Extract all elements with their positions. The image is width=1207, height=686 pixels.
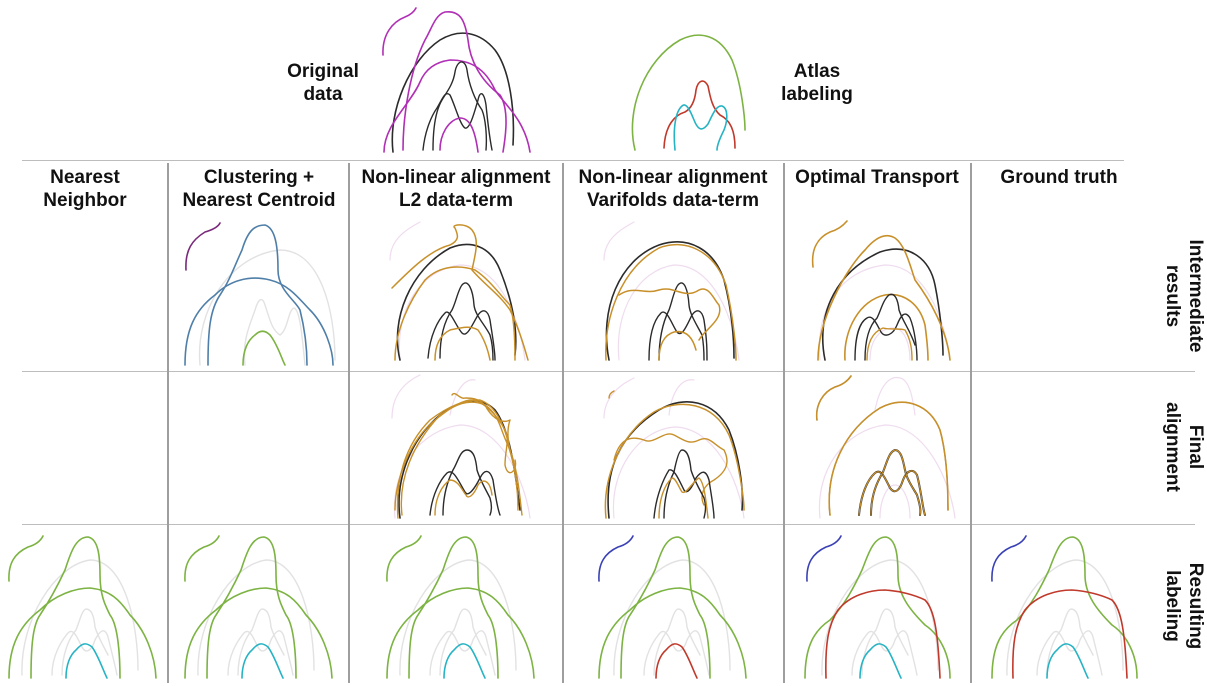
- column-header-line: Non-linear alignment: [361, 167, 551, 188]
- row-header-resulting-labeling: Resulting labeling: [1159, 556, 1207, 656]
- divider-row2: [22, 524, 1195, 525]
- labeling-nearest-neighbor-curves: [8, 535, 157, 679]
- original-data-label-line1: Original: [287, 61, 359, 82]
- divider-col2: [348, 163, 350, 683]
- row-header-line: results: [1162, 264, 1183, 328]
- row-header-intermediate-results: Intermediate results: [1159, 236, 1207, 356]
- column-header-line: Optimal Transport: [795, 167, 959, 188]
- divider-col3: [562, 163, 564, 683]
- original-data-label-line2: data: [303, 84, 343, 105]
- labeling-nonlinear-varifolds-curves: [598, 535, 747, 679]
- column-header-nonlinear-l2: Non-linear alignment L2 data-term: [350, 166, 562, 212]
- divider-col4: [783, 163, 785, 683]
- column-header-line: Ground truth: [1000, 167, 1118, 188]
- column-header-ground-truth: Ground truth: [972, 166, 1146, 189]
- labeling-nonlinear-l2-curves: [386, 535, 535, 679]
- column-header-line: Varifolds data-term: [586, 190, 760, 211]
- column-header-nonlinear-varifolds: Non-linear alignment Varifolds data-term: [564, 166, 782, 212]
- row-header-line: labeling: [1162, 570, 1183, 642]
- labeling-optimal-transport-curves: [804, 535, 951, 679]
- atlas-labeling-label: Atlas labeling: [772, 60, 862, 106]
- column-header-optimal-transport: Optimal Transport: [785, 166, 969, 189]
- labeling-clustering-curves: [184, 535, 333, 679]
- column-header-line: L2 data-term: [398, 190, 514, 211]
- intermediate-clustering-curves: [184, 222, 336, 366]
- divider-row1: [22, 371, 1195, 372]
- labeling-ground-truth-curves: [991, 535, 1138, 679]
- intermediate-nonlinear-varifolds-curves: [603, 221, 740, 361]
- column-header-line: Neighbor: [43, 190, 127, 211]
- column-header-line: Non-linear alignment: [578, 167, 768, 188]
- atlas-labeling-label-line2: labeling: [781, 84, 853, 105]
- atlas-labeling-curves: [631, 34, 746, 151]
- final-optimal-transport-curves: [815, 375, 956, 519]
- column-header-line: Nearest: [50, 167, 120, 188]
- column-header-clustering: Clustering + Nearest Centroid: [170, 166, 348, 212]
- final-nonlinear-varifolds-curves: [603, 377, 745, 519]
- intermediate-optimal-transport-curves: [811, 220, 951, 361]
- intermediate-nonlinear-l2-curves: [389, 221, 529, 361]
- column-header-line: Nearest Centroid: [182, 190, 336, 211]
- column-header-nearest-neighbor: Nearest Neighbor: [10, 166, 160, 212]
- atlas-labeling-label-line1: Atlas: [793, 61, 841, 82]
- row-header-line: alignment: [1162, 402, 1183, 492]
- row-header-final-alignment: Final alignment: [1159, 397, 1207, 497]
- divider-col5: [970, 163, 972, 683]
- final-nonlinear-l2-curves: [391, 374, 531, 519]
- original-data-curves: [382, 7, 531, 153]
- original-data-label: Original data: [278, 60, 368, 106]
- row-header-line: Intermediate: [1185, 239, 1206, 353]
- row-header-line: Final: [1185, 424, 1206, 470]
- divider-top: [22, 160, 1124, 161]
- column-header-line: Clustering +: [203, 167, 315, 188]
- row-header-line: Resulting: [1185, 562, 1206, 650]
- divider-col1: [167, 163, 169, 683]
